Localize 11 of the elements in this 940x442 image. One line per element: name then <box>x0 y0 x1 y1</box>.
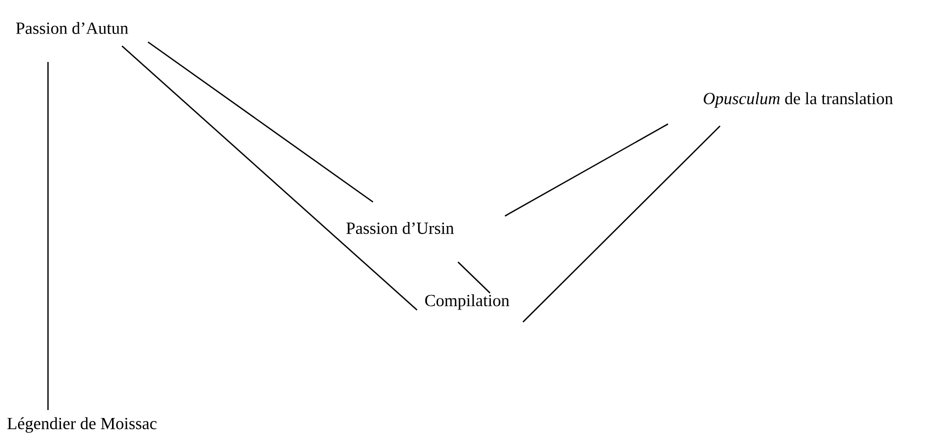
connector-line <box>148 41 374 203</box>
text-label: Opusculum de la translation <box>704 92 893 108</box>
connector-line <box>522 126 720 322</box>
text-label: Compilation <box>425 294 510 310</box>
connector-line <box>458 262 490 294</box>
text-label: Légendier de Moissac <box>7 417 157 433</box>
connector-line <box>504 123 668 217</box>
text-label: Passion d’Ursin <box>346 222 454 234</box>
connector-line <box>122 46 418 310</box>
connector-line <box>47 62 49 410</box>
text-label: Passion d’Autun <box>16 22 128 34</box>
